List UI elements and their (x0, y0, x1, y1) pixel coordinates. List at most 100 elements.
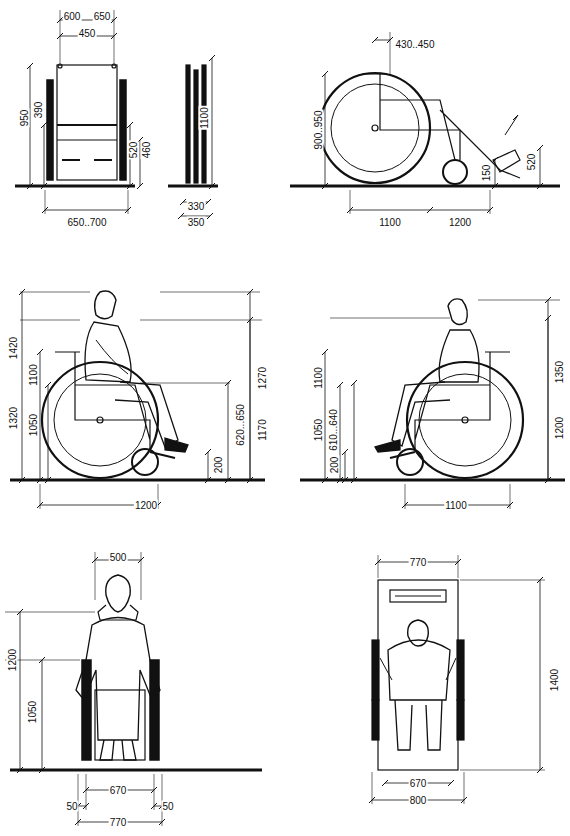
stroke (37, 477, 43, 483)
stroke (458, 555, 459, 578)
stroke (350, 210, 430, 211)
stroke (209, 55, 215, 61)
dimension-label: 50 (65, 801, 78, 812)
outline (493, 150, 520, 172)
stroke (540, 580, 541, 770)
stroke (94, 159, 112, 161)
stroke (390, 452, 415, 458)
stroke (57, 124, 117, 126)
stroke (30, 66, 31, 186)
stroke (10, 769, 262, 772)
dimension-label: 610...640 (328, 408, 339, 452)
dimension-label: 1200 (7, 648, 18, 672)
stroke (78, 806, 86, 807)
dimension-label: 520 (526, 153, 537, 172)
dimension-label: 1200 (448, 217, 472, 228)
stroke (20, 320, 80, 321)
frame-part (378, 580, 458, 770)
stroke (548, 300, 549, 480)
stroke (351, 477, 357, 483)
stroke (325, 74, 326, 186)
stroke (427, 207, 433, 213)
stroke (375, 40, 390, 41)
stroke (460, 580, 545, 581)
dimension-label: 1100 (199, 106, 210, 130)
dimension-label: 1100 (313, 366, 324, 390)
stroke (492, 183, 498, 189)
dimension-label: 770 (109, 817, 128, 828)
stroke (45, 190, 46, 214)
dimension-label: 1050 (27, 700, 38, 724)
stroke (141, 552, 142, 600)
dimension-label: 1200 (554, 416, 565, 440)
stroke (372, 772, 373, 804)
stroke (207, 213, 213, 219)
dimension-label: 200 (213, 456, 224, 475)
stroke (150, 452, 175, 458)
stroke (460, 770, 545, 771)
stroke (57, 140, 117, 141)
dimension-label: 450 (78, 28, 97, 39)
stroke (137, 183, 143, 189)
dimension-label: 1350 (554, 360, 565, 384)
stroke (250, 320, 251, 480)
frame-part (47, 80, 53, 180)
stroke (464, 772, 465, 804)
stroke (154, 774, 155, 810)
outline (388, 640, 450, 700)
stroke (41, 183, 47, 189)
outline (96, 340, 128, 374)
stroke (205, 449, 211, 455)
outline (115, 382, 178, 447)
stroke (345, 452, 346, 480)
stroke (40, 484, 41, 509)
stroke (40, 352, 41, 480)
stroke (42, 660, 43, 770)
outline (165, 438, 188, 452)
wheel (331, 84, 419, 172)
stroke (322, 349, 328, 355)
outline (85, 322, 131, 382)
dimension-label: 1270 (257, 366, 268, 390)
dimension-label: 670 (409, 778, 428, 789)
stroke (212, 58, 213, 186)
stroke (448, 780, 454, 786)
stroke (390, 32, 391, 74)
stroke (537, 183, 543, 189)
stroke (205, 477, 211, 483)
stroke (209, 183, 215, 189)
dimension-label: 600 (63, 11, 82, 22)
stroke (405, 484, 406, 509)
stroke (548, 318, 549, 480)
stroke (395, 596, 441, 597)
stroke (247, 477, 253, 483)
stroke (225, 477, 231, 483)
dimension-label: 430..450 (395, 39, 436, 50)
stroke (62, 159, 80, 161)
stroke (17, 609, 23, 615)
stroke (60, 10, 61, 66)
stroke (19, 289, 25, 295)
frame-part (194, 70, 198, 183)
outline (395, 700, 442, 750)
dimension-label: 1400 (549, 668, 560, 692)
stroke (545, 315, 551, 321)
outline (439, 330, 479, 382)
stroke (22, 292, 23, 480)
stroke (513, 115, 518, 120)
outline (375, 440, 400, 452)
stroke (545, 297, 551, 303)
stroke (15, 185, 135, 188)
frame-part (457, 700, 464, 740)
frame-part (372, 640, 379, 700)
dimension-label: 390 (33, 101, 44, 120)
stroke (342, 477, 348, 483)
stroke (340, 385, 341, 480)
stroke (17, 767, 23, 773)
stroke (128, 190, 129, 214)
stroke (382, 780, 388, 786)
stroke (351, 380, 357, 386)
stroke (354, 383, 355, 480)
dimension-label: 650..700 (67, 217, 108, 228)
